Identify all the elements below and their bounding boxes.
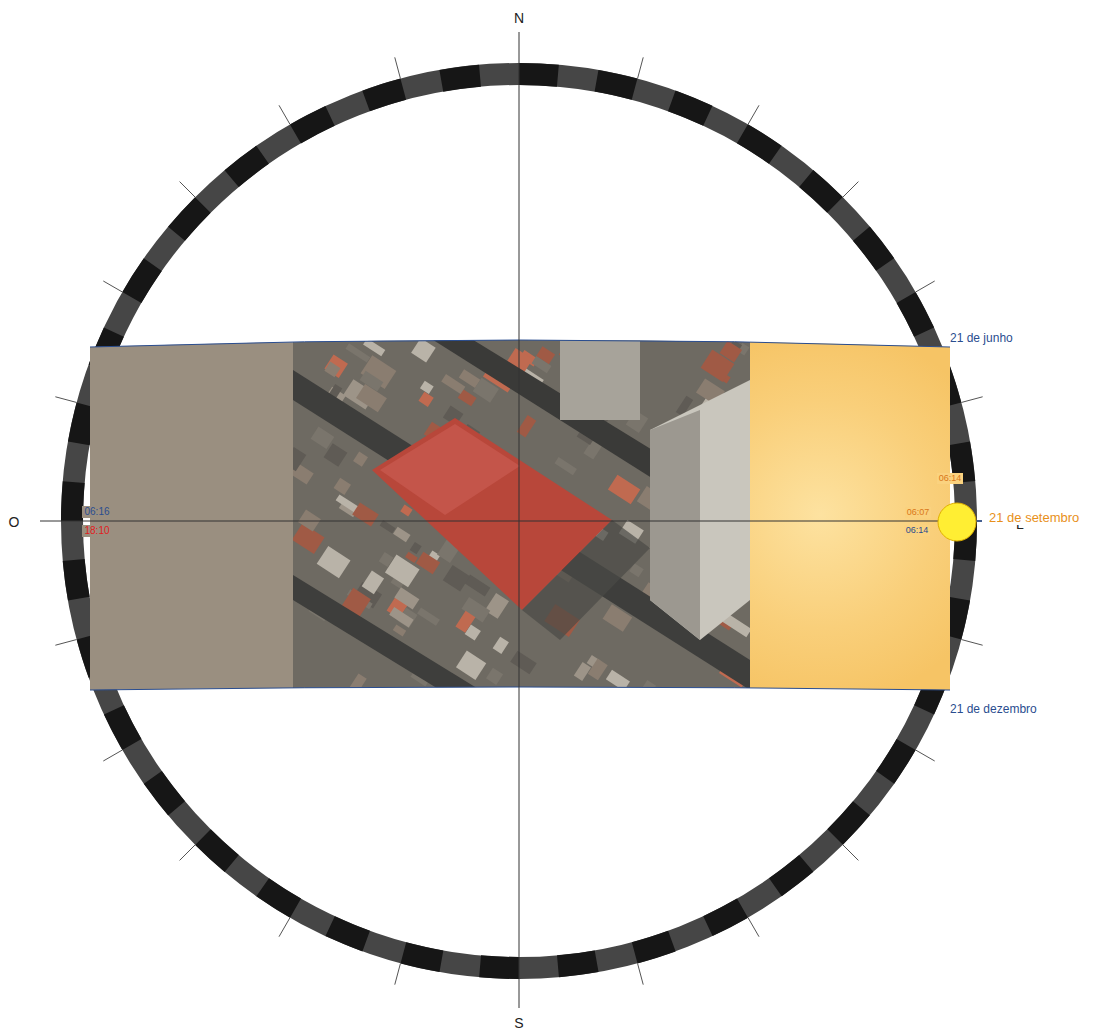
compass-tick: [748, 105, 759, 124]
december-path: [90, 687, 950, 690]
rooftop: [317, 546, 351, 578]
rooftop: [720, 341, 742, 363]
compass-tick: [180, 182, 196, 198]
rooftop: [311, 427, 335, 449]
rooftop: [588, 659, 608, 681]
compass-tick: [279, 105, 290, 124]
rooftop: [493, 637, 509, 654]
compass-tick: [395, 57, 401, 78]
compass-tick: [55, 397, 76, 403]
rooftop: [420, 381, 434, 394]
rooftop: [517, 415, 536, 437]
rooftop: [334, 478, 351, 495]
rooftop: [419, 392, 434, 407]
rooftop: [389, 607, 413, 627]
compass-tick: [843, 182, 859, 198]
rooftop: [379, 552, 394, 567]
compass-tick: [961, 640, 982, 646]
compass-tick: [916, 750, 935, 761]
compass-tick: [103, 281, 122, 292]
rooftop: [346, 343, 371, 362]
rooftop: [393, 625, 406, 637]
rooftop: [416, 552, 440, 574]
time-label: 18:10: [82, 525, 111, 537]
compass-tick: [961, 397, 982, 403]
rooftop: [348, 674, 367, 689]
compass-tick: [180, 845, 196, 861]
rooftop: [486, 668, 503, 685]
rooftop: [532, 356, 552, 373]
rooftop: [293, 447, 306, 471]
sun-path-band: [88, 330, 954, 700]
rooftop: [456, 651, 486, 680]
rooftop: [485, 593, 509, 619]
rooftop: [353, 452, 368, 467]
rooftop: [380, 520, 396, 533]
rooftop: [417, 608, 440, 626]
compass-tick: [916, 281, 935, 292]
date-label: 21 de dezembro: [948, 702, 1039, 716]
rooftop: [443, 565, 470, 591]
time-label: 06:14: [904, 525, 931, 536]
rooftop: [455, 611, 475, 633]
compass-letter: S: [512, 1015, 525, 1031]
time-label: 06:14: [937, 473, 964, 484]
rooftop: [411, 338, 436, 363]
rooftop: [400, 505, 412, 517]
compass-tick: [103, 750, 122, 761]
compass-letter: N: [512, 10, 526, 26]
rooftop: [510, 651, 536, 675]
rooftop: [606, 670, 630, 688]
rooftop: [356, 384, 387, 412]
east-west-axis: [40, 521, 982, 522]
compass-tick: [55, 640, 76, 646]
time-label: 06:16: [82, 506, 111, 518]
sun-symbol: [938, 503, 976, 541]
rooftop: [473, 378, 499, 403]
rooftop: [410, 542, 422, 554]
date-label: 21 de junho: [948, 331, 1015, 345]
time-label: 06:07: [905, 507, 932, 518]
north-south-axis: [519, 32, 520, 1008]
rooftop: [405, 552, 418, 563]
rooftop: [608, 475, 640, 505]
compass-tick: [638, 57, 644, 78]
rooftop: [394, 587, 419, 609]
rooftop: [574, 662, 591, 681]
compass-tick: [638, 963, 644, 984]
compass-tick: [395, 963, 401, 984]
date-label: 21 de setembro: [987, 510, 1081, 525]
rooftop: [324, 354, 348, 377]
rooftop: [441, 374, 465, 394]
compass-letter: O: [7, 514, 22, 530]
rooftop: [362, 571, 384, 595]
rooftop: [352, 502, 379, 526]
rooftop: [324, 362, 340, 378]
aerial-photo: [293, 338, 750, 688]
june-path: [90, 340, 950, 347]
rooftop: [393, 527, 410, 542]
compass-tick: [748, 918, 759, 937]
compass-tick: [843, 845, 859, 861]
compass-tick: [279, 918, 290, 937]
rooftop: [555, 457, 577, 475]
